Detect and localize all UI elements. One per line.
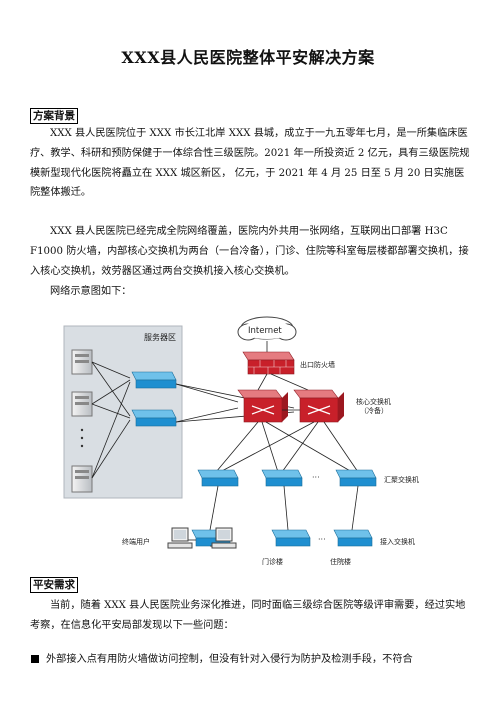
internet-label: Internet (248, 326, 282, 336)
access-switch-icon (271, 529, 311, 547)
pc-icon (167, 527, 193, 549)
core-switch-icon (237, 389, 288, 423)
bullet-item: 外部接入点有用防火墙做访问控制，但没有针对入侵行为防护及检测手段，不符合 (31, 650, 476, 669)
firewall-label: 出口防火墙 (300, 360, 335, 369)
server-icon (71, 465, 93, 493)
inpatient-building-label: 住院楼 (330, 557, 351, 566)
pc-icon (211, 527, 237, 549)
server-switch-icon (131, 409, 177, 427)
paragraph-requirements: 当前，随着 XXX 县人民医院业务深化推进，同时面临三级综合医院等级评审需要，经… (30, 600, 466, 631)
section-heading-background: 方案背景 (30, 108, 78, 124)
network-diagram: 服务器区 Internet 出口防火墙 (63, 316, 419, 566)
aggregation-switch-icon (261, 469, 303, 487)
server-switch-icon (131, 371, 177, 389)
internet-cloud-icon (237, 316, 297, 341)
paragraph-background-2: XXX 县人民医院已经完成全院网络覆盖，医院内外共用一张网络，互联网出口部署 H… (30, 226, 469, 277)
paragraph-background-1: XXX 县人民医院位于 XXX 市长江北岸 XXX 县城，成立于一九五零年七月，… (30, 128, 470, 199)
section-heading-requirements: 平安需求 (30, 577, 78, 593)
aggregation-ellipsis: ··· (312, 473, 320, 482)
core-switch-icon (293, 389, 344, 423)
terminal-user-label: 终端用户 (122, 537, 150, 546)
core-switch-note: （冷备） (360, 406, 388, 415)
square-bullet-icon (31, 655, 39, 663)
server-icon (71, 349, 93, 375)
access-switch-icon (333, 529, 373, 547)
bullet-text: 外部接入点有用防火墙做访问控制，但没有针对入侵行为防护及检测手段，不符合 (46, 654, 413, 665)
aggregation-switch-icon (335, 469, 377, 487)
access-switch-label: 接入交换机 (380, 537, 415, 546)
aggregation-switch-icon (197, 469, 239, 487)
access-ellipsis: ··· (318, 535, 326, 544)
paragraph-diagram-intro: 网络示意图如下： (50, 286, 132, 297)
server-area-label: 服务器区 (144, 332, 176, 342)
firewall-icon (242, 351, 295, 375)
core-switch-label: 核心交换机 (356, 397, 391, 406)
aggregation-switch-label: 汇聚交换机 (384, 475, 419, 484)
server-icon (71, 391, 93, 417)
outpatient-building-label: 门诊楼 (262, 557, 283, 566)
document-title: XXX县人民医院整体平安解决方案 (121, 48, 375, 67)
